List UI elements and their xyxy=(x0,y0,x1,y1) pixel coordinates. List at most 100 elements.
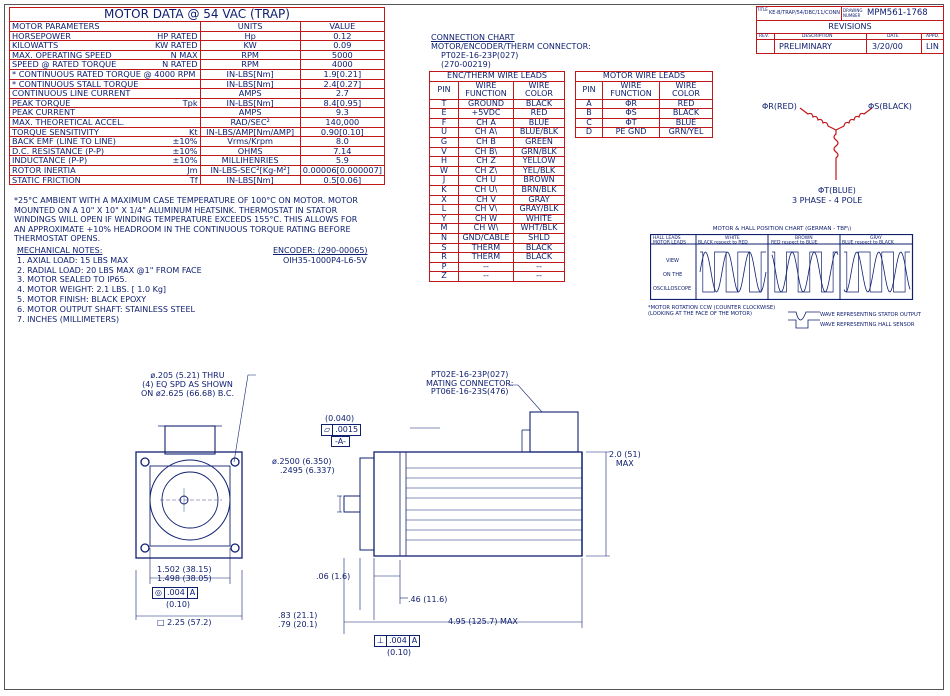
param-symbol: Jm xyxy=(187,164,198,175)
wire-function: GND/CABLE xyxy=(458,232,514,244)
param-label: INDUCTANCE (P-P) xyxy=(12,155,88,166)
perp-datum: A xyxy=(411,636,418,645)
gdt-metric: (0.10) xyxy=(166,600,191,609)
wire-function: CH U xyxy=(458,175,514,186)
mechanical-note-item: 4. MOTOR WEIGHT: 2.1 LBS. [ 1.0 Kg] xyxy=(17,285,167,295)
param-name: MAX. THEORETICAL ACCEL. xyxy=(9,117,201,128)
param-units: IN-LBS[Nm] xyxy=(199,69,301,80)
wire-pin: K xyxy=(429,184,459,196)
gdt-datum: A xyxy=(189,588,196,597)
side-view-drawing xyxy=(337,384,610,634)
wire-function: +5VDC xyxy=(458,108,514,119)
mw-header-pin: PIN xyxy=(575,80,603,100)
connector-note-line: MATING CONNECTOR: xyxy=(426,378,514,388)
param-label: PEAK CURRENT xyxy=(12,107,76,118)
flange-dimension: .06 (1.6) xyxy=(316,572,351,581)
date-value: 3/20/00 xyxy=(872,42,903,51)
col-gray: GRAY xyxy=(870,235,882,241)
motor-wire-title: MOTOR WIRE LEADS xyxy=(575,71,713,82)
param-value: 0.90[0.10] xyxy=(299,127,385,138)
param-symbol: Tpk xyxy=(182,97,198,108)
param-symbol: ±10% xyxy=(172,145,198,156)
wire-function: THERM xyxy=(458,252,514,263)
connection-chart-subtitle: MOTOR/ENCODER/THERM CONNECTOR: xyxy=(431,42,591,51)
encoder-note: ENCODER: (290-00065) OIH35-1000P4-L6-5V xyxy=(273,246,368,266)
row-on-the: ON THE xyxy=(663,272,682,278)
col-white: WHITE xyxy=(725,235,740,241)
phase-caption: 3 PHASE - 4 POLE xyxy=(792,196,862,205)
enc-therm-table: ENC/THERM WIRE LEADS PIN WIRE FUNCTION W… xyxy=(429,71,565,282)
wire-color: BLACK xyxy=(513,252,565,263)
mechanical-note-item: 5. MOTOR FINISH: BLACK EPOXY xyxy=(17,294,147,304)
connection-chart-title: CONNECTION CHART xyxy=(431,33,515,42)
wire-pin: J xyxy=(429,175,459,186)
perpendicularity-gdt: ⊥ .004 A xyxy=(374,635,421,647)
phase-winding-diagram: ΦR(RED) ΦS(BLACK) ΦT(BLUE) 3 PHASE - 4 P… xyxy=(762,102,912,205)
hall-wave xyxy=(844,251,910,293)
param-value: 4000 xyxy=(299,59,385,70)
pilot-dimension: 1.502 (38.15) 1.498 (38.05) xyxy=(157,565,212,583)
perp-metric: (0.10) xyxy=(387,648,412,657)
param-units: RAD/SEC² xyxy=(199,117,301,128)
motor-leads-label: MOTOR LEADS xyxy=(653,240,686,246)
ambient-note: *25°C AMBIENT WITH A MAXIMUM CASE TEMPER… xyxy=(14,196,358,244)
title-block: TITLE KE-B/TRAP/54/DBC/11/CONN DRAWING N… xyxy=(756,6,944,54)
hall-chart-title: MOTOR & HALL POSITION CHART (GERMAN - TB… xyxy=(712,226,852,232)
pilot-dim-min: 1.498 (38.05) xyxy=(157,573,212,583)
col-brown-sub: RED respect to BLUE xyxy=(771,240,818,246)
param-units: RPM xyxy=(199,59,301,70)
row-oscilloscope: OSCILLOSCOPE xyxy=(653,286,691,292)
rotation-note: *MOTOR ROTATION CCW (COUNTER CLOCKWISE) xyxy=(648,305,776,311)
enc-header-function: WIRE FUNCTION xyxy=(458,80,514,100)
encoder-title: ENCODER: (290-00065) xyxy=(273,246,368,255)
header-value: VALUE xyxy=(299,21,385,32)
param-units: KW xyxy=(199,40,301,51)
ambient-line: THERMOSTAT OPENS. xyxy=(14,234,101,244)
wire-color: SHLD xyxy=(513,232,565,244)
wire-pin: B xyxy=(575,108,603,119)
mechanical-note-item: 3. MOTOR SEALED TO IP65. xyxy=(17,275,128,285)
param-value: 140,000 xyxy=(299,117,385,128)
date-header: DATE xyxy=(887,34,899,39)
wire-function: -- xyxy=(458,271,514,282)
looking-note: (LOOKING AT THE FACE OF THE MOTOR) xyxy=(648,311,752,317)
ambient-line: AN APPROXIMATE +10% HEADROOM IN THE CONT… xyxy=(14,224,351,234)
param-symbol: ±10% xyxy=(172,136,198,147)
shaft-len-min: .79 (20.1) xyxy=(278,619,318,629)
param-value: 7.14 xyxy=(299,146,385,157)
mw-header-function: WIRE FUNCTION xyxy=(602,80,660,100)
height-dim-max: MAX xyxy=(615,459,634,468)
title-value: KE-B/TRAP/54/DBC/11/CONN xyxy=(769,10,840,16)
header-units: UNITS xyxy=(199,21,301,32)
row-view: VIEW xyxy=(666,258,679,264)
ambient-line: WINDINGS WILL OPEN IF WINDING TEMPERATUR… xyxy=(14,215,358,225)
hall-legend: WAVE REPRESENTING STATOR OUTPUT WAVE REP… xyxy=(820,310,921,330)
wire-function: PE GND xyxy=(602,127,660,138)
wire-row: Z---- xyxy=(429,271,565,282)
connector-note: PT02E-16-23P(027) MATING CONNECTOR: PT06… xyxy=(426,370,514,397)
wire-pin: G xyxy=(429,136,459,148)
param-name: PEAK CURRENT xyxy=(9,107,201,118)
col-gray-sub: BLUE respect to BLACK xyxy=(842,240,895,246)
wire-color: GREEN xyxy=(513,136,565,148)
hall-position-chart: HALL LEADS MOTOR LEADS WHITE BLACK respe… xyxy=(650,234,914,300)
enc-table-title: ENC/THERM WIRE LEADS xyxy=(429,71,565,82)
param-units: IN-LBS[Nm] xyxy=(199,98,301,109)
description-value: PRELIMINARY xyxy=(779,42,832,51)
hole-note-line: ON ø2.625 (66.68) B.C. xyxy=(141,389,235,398)
enc-header-pin: PIN xyxy=(429,80,459,100)
